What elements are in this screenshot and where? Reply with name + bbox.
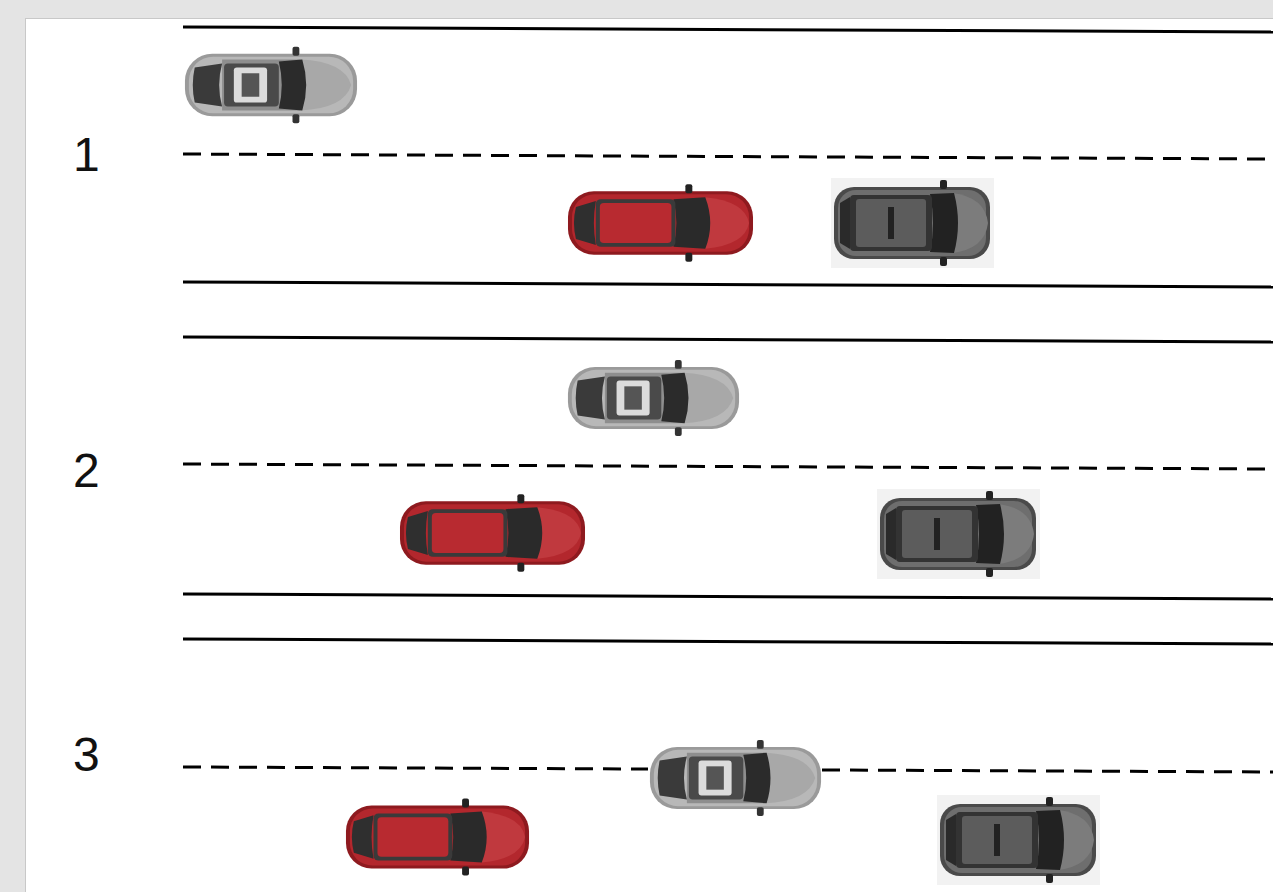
- dark-car: [877, 489, 1040, 579]
- road-lines: [183, 27, 1273, 772]
- lane-number: 1: [73, 131, 100, 179]
- red-car: [568, 184, 753, 262]
- silver-car: [185, 47, 357, 123]
- lane-divider: [183, 767, 648, 769]
- silver-car: [650, 740, 821, 816]
- silver-car: [568, 360, 739, 436]
- red-car: [400, 494, 585, 572]
- panel-ground: [25, 18, 1273, 892]
- dark-car: [937, 795, 1100, 885]
- road-edge: [183, 282, 1273, 287]
- lane-divider: [183, 154, 1273, 159]
- lane-divider: [822, 770, 1273, 772]
- lane-number: 2: [73, 447, 100, 495]
- road-edge: [183, 639, 1273, 644]
- road-edge: [183, 337, 1273, 342]
- lane-divider: [183, 464, 1273, 469]
- road-edge: [183, 27, 1273, 32]
- road-edge: [183, 594, 1273, 599]
- lane-number: 3: [73, 731, 100, 779]
- red-car: [346, 799, 529, 876]
- dark-car: [831, 178, 994, 268]
